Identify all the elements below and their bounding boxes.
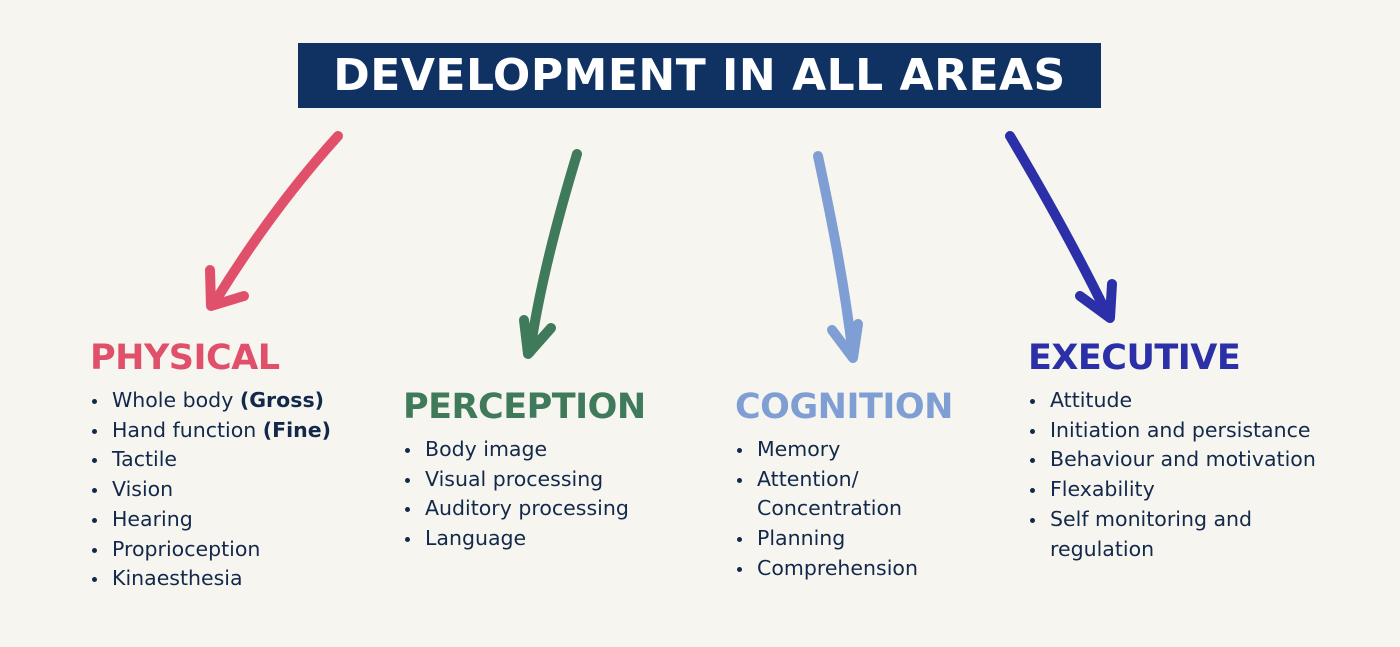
list-item: Memory [737, 435, 953, 465]
list-item-continuation: Concentration [757, 496, 903, 521]
arrow-executive [1005, 131, 1117, 323]
list-item: Visual processing [405, 465, 646, 495]
list-item: Behaviour and motivation [1030, 445, 1316, 475]
list-item-continuation: regulation [1050, 536, 1155, 561]
item-text: Kinaesthesia [112, 566, 243, 591]
arrow-cognition-shaft [813, 151, 858, 361]
list-item: Attention/ [737, 465, 953, 495]
item-emphasis: (Fine) [262, 417, 332, 442]
list-item: Comprehension [737, 554, 953, 584]
arrow-perception-shaft [525, 149, 582, 357]
list-item: Whole body (Gross) [91, 386, 331, 416]
page-title: DEVELOPMENT IN ALL AREAS [333, 50, 1066, 101]
list-item: Language [405, 524, 646, 554]
list-item: Hearing [91, 505, 331, 535]
list-item: Self monitoring and [1030, 505, 1316, 535]
heading-cognition: COGNITION [735, 387, 953, 427]
item-text: Whole body [112, 388, 240, 412]
arrow-cognition-head [827, 319, 863, 363]
list-cognition: Memory Attention/ Concentration Planning… [735, 435, 953, 584]
arrow-physical-shaft [211, 131, 343, 305]
title-banner: DEVELOPMENT IN ALL AREAS [298, 43, 1101, 108]
list-item: Flexability [1030, 475, 1316, 505]
list-perception: Body image Visual processing Auditory pr… [403, 435, 646, 554]
arrow-executive-head [1075, 279, 1117, 323]
list-executive: Attitude Initiation and persistance Beha… [1028, 386, 1316, 564]
item-emphasis: (Gross) [239, 388, 325, 412]
list-item: Proprioception [91, 535, 331, 565]
arrow-cognition [813, 151, 863, 363]
column-executive: EXECUTIVE Attitude Initiation and persis… [1028, 336, 1316, 564]
list-physical: Whole body (Gross) Hand function (Fine) … [90, 386, 331, 594]
list-item: Attitude [1030, 386, 1316, 416]
list-item: Initiation and persistance [1030, 416, 1316, 446]
list-item: Hand function (Fine) [91, 416, 332, 446]
list-item: Body image [405, 435, 646, 465]
item-text: Proprioception [112, 536, 261, 561]
arrow-perception [519, 149, 582, 359]
item-text: Hearing [112, 506, 193, 531]
item-text: Vision [112, 477, 174, 502]
heading-executive: EXECUTIVE [1028, 338, 1241, 378]
list-item: Planning [737, 524, 953, 554]
list-item: Kinaesthesia [91, 564, 331, 594]
column-physical: PHYSICAL Whole body (Gross) Hand functio… [90, 336, 331, 594]
column-cognition: COGNITION Memory Attention/ Concentratio… [735, 385, 953, 584]
arrow-executive-shaft [1005, 131, 1113, 321]
list-item: Tactile [91, 445, 331, 475]
item-text: Hand function [112, 417, 263, 442]
arrow-physical-head [205, 265, 249, 311]
arrow-perception-head [519, 315, 556, 359]
list-item: Vision [91, 475, 331, 505]
arrow-physical [205, 131, 343, 311]
heading-perception: PERCEPTION [403, 387, 646, 427]
item-text: Tactile [112, 447, 178, 472]
column-perception: PERCEPTION Body image Visual processing … [403, 385, 646, 554]
list-item: Auditory processing [405, 494, 646, 524]
heading-physical: PHYSICAL [90, 338, 280, 378]
